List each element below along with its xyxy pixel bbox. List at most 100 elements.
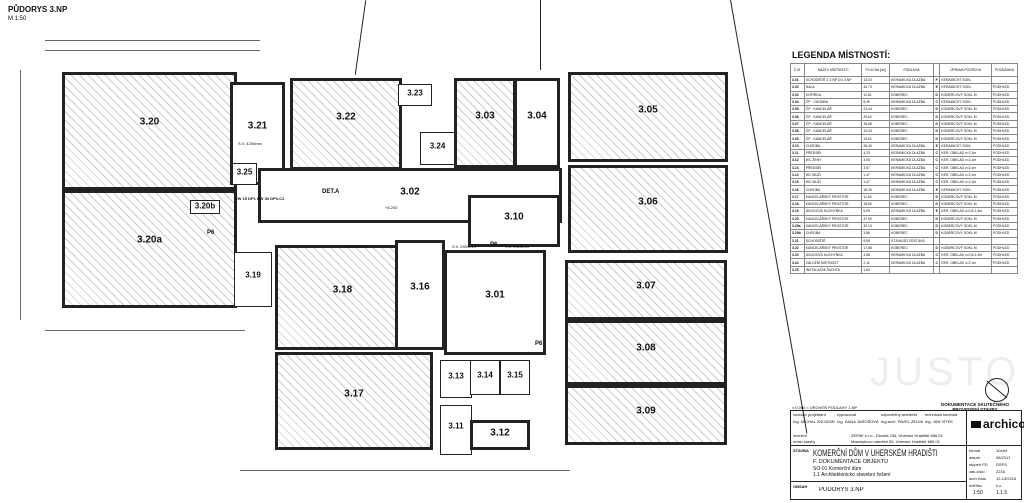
legend-cell: 1,47: [861, 170, 891, 180]
legend-cell: KERAMICKÁ DLAŽBA: [889, 75, 934, 85]
room-3-04: 3.04: [514, 78, 560, 168]
dimension-line: [20, 70, 22, 320]
meta-field: 12-13/2216: [996, 476, 1017, 481]
legend-cell: KOBERCOVÝ SOKL M: [939, 90, 992, 99]
room-3-17: 3.17: [275, 352, 433, 450]
room-number: 3.09: [636, 405, 656, 417]
meta-field: DSPS: [996, 462, 1007, 467]
room-3-20: 3.20: [62, 72, 237, 190]
legend-cell: 3.06: [790, 112, 805, 121]
legend-cell: 3.16: [790, 185, 805, 194]
legend-cell: CHODBA: [803, 141, 863, 150]
legend-cell: 11,60: [861, 192, 891, 202]
legend-cell: 9,55: [861, 236, 891, 245]
legend-cell: 3.14: [790, 170, 805, 180]
legend-cell: [932, 265, 941, 275]
room-number: 3.18: [332, 284, 353, 296]
legend-cell: WC MUŽI: [803, 170, 863, 180]
legend-cell: PODHLED: [990, 221, 1019, 231]
legend-cell: PODHLED: [990, 243, 1019, 253]
content-label: OBSAH: [793, 484, 808, 489]
legend-cell: PODHLED: [990, 127, 1019, 136]
legend-cell: KOBEREC: [889, 229, 934, 238]
legend-cell: KER. OBKLAD v=2,1m: [939, 178, 992, 187]
room-3-03: 3.03: [454, 78, 516, 168]
room-3-09: 3.09: [565, 385, 727, 445]
legend-cell: KERAMICKÁ DLAŽBA: [889, 148, 934, 158]
room-number: 3.24: [429, 141, 446, 151]
partition-label: P6: [535, 341, 543, 347]
legend-cell: KERAMICKÁ DLAŽBA: [889, 97, 934, 107]
stamp-line: PROVEDENÍ STAVBY: [952, 407, 998, 412]
legend-cell: KERAMICKÁ DLAŽBA: [889, 178, 934, 187]
project-sub: 1.1 Architektonicko stavební řešení: [813, 472, 891, 478]
room-number: 3.25: [236, 167, 253, 177]
dimension-line: [240, 470, 570, 471]
legend-cell: 3.08: [790, 127, 805, 136]
room-number: 3.21: [247, 120, 268, 132]
legend-cell: ČP - KANCELÁŘ: [803, 134, 863, 143]
legend-cell: HALA: [803, 83, 863, 92]
meta-field: arch.číslo: [969, 476, 987, 481]
legend-cell: PODHLED: [990, 214, 1019, 223]
legend-cell: PŘEDSÍŇ: [803, 163, 863, 172]
legend-cell: 3.12: [790, 156, 805, 165]
legend-cell: 3.18: [790, 200, 805, 209]
legend-cell: KOPÍRKA: [803, 90, 863, 99]
meta-field: 10xA4: [996, 448, 1008, 453]
legend-cell: PODHLED: [990, 83, 1019, 92]
legend-cell: KERAMICKÝ SOKL: [939, 83, 992, 92]
floor-height-label: +8.200: [385, 205, 398, 210]
legend-header: ÚPRAVA POVRCHU: [939, 63, 992, 77]
legend-cell: PODHLED: [990, 170, 1019, 180]
room-number: 3.23: [407, 88, 423, 98]
legend-cell: PODHLED: [990, 90, 1019, 99]
legend-cell: 18,50: [861, 200, 891, 209]
room-number: 3.02: [400, 186, 420, 198]
north-arrow-icon: [985, 378, 1009, 402]
legend-cell: ČP - KANCELÁŘ: [803, 105, 863, 114]
legend-cell: 3.20: [790, 214, 805, 223]
project-part: F. DOKUMENTACE OBJEKTŮ: [813, 459, 889, 465]
legend-cell: KERAMICKÁ DLAŽBA: [889, 156, 934, 165]
legend-cell: ČP - KANCELÁŘ: [803, 119, 863, 129]
legend-cell: SCHODIŠTĚ Z 2.NP DO 4.NP: [803, 75, 863, 85]
partition-label: P6: [207, 230, 215, 236]
legend-cell: KER. OBKLAD v=2,1m: [939, 258, 992, 267]
legend-cell: KANCELÁŘSKÝ PROSTOR: [803, 221, 863, 231]
legend-cell: CHODBA: [803, 229, 863, 238]
room-3-18: 3.18: [275, 245, 410, 350]
legend-cell: ÚKLIDOVÁ KUCHYŇKA: [803, 207, 863, 216]
legend-cell: KOBEREC: [889, 119, 934, 129]
dimension-line: [45, 40, 260, 41]
stavba-label: STAVBA: [793, 448, 809, 453]
legend-cell: KANCELÁŘSKÝ PROSTOR: [803, 243, 863, 253]
room-number: 3.04: [527, 110, 547, 122]
legend-cell: 3.05: [790, 105, 805, 114]
legend-cell: KOBERCOVÝ SOKL M: [939, 105, 992, 114]
drawing-title: PŮDORYS 3.NP: [8, 5, 68, 14]
legend-cell: WC ŽENY: [803, 156, 863, 165]
legend-cell: 32,13: [861, 221, 891, 231]
room-number: 3.19: [245, 270, 261, 280]
room-number: 3.20: [139, 116, 160, 128]
legend-cell: KERAMICKÁ DLAŽBA: [889, 258, 934, 267]
dimension-line: [45, 330, 245, 331]
project-name: KOMERČNÍ DŮM V UHERSKÉM HRADIŠTI: [813, 448, 938, 458]
clear-height-label: S.V. 2510mm: [505, 244, 529, 249]
legend-cell: PODHLED: [990, 207, 1019, 216]
clear-height-label: S.V. 2900mm: [452, 244, 476, 249]
partition-label: P6: [490, 242, 498, 248]
legend-cell: 3.10: [790, 141, 805, 150]
legend-cell: 28,40: [861, 141, 891, 150]
